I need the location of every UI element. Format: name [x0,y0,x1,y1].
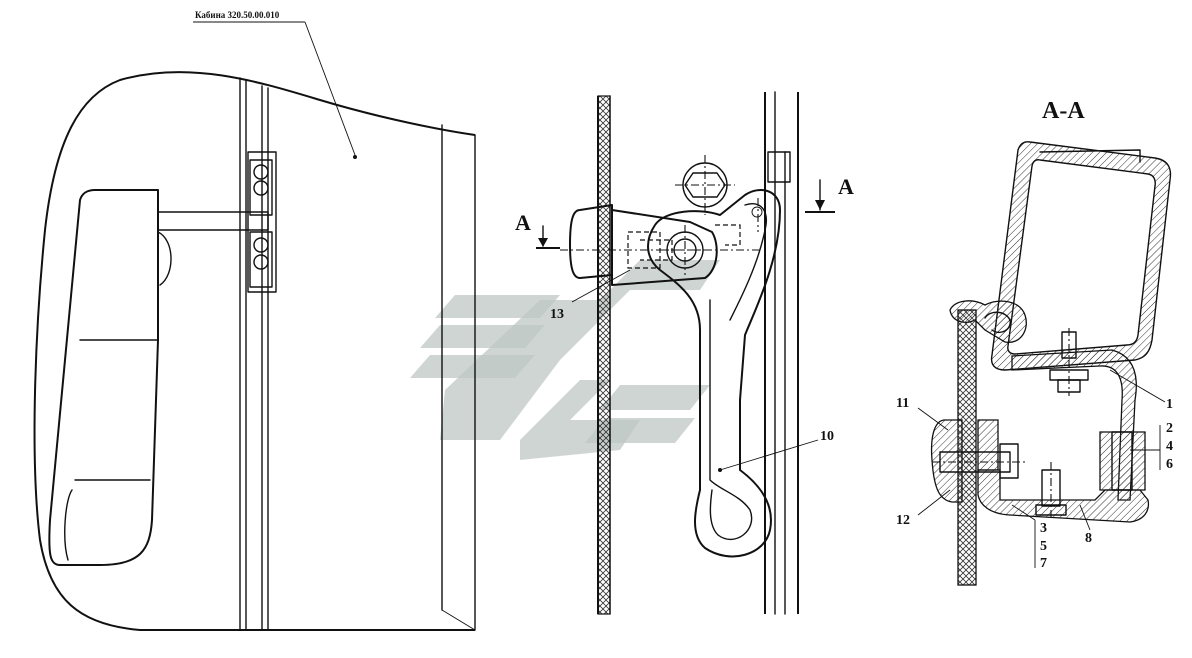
latch-housing [569,204,613,279]
latch-view: А А 13 10 [515,91,854,615]
cabin-side-view: Кабина 320.50.00.010 [33,10,476,631]
callout-5: 5 [1040,539,1047,554]
callout-4: 4 [1166,439,1173,454]
cab-profile [990,141,1172,371]
callout-6: 6 [1166,457,1173,472]
callout-13: 13 [550,307,564,322]
section-marker-left: А [515,210,531,235]
section-a-a: А-А 1 2 4 [896,98,1173,586]
callout-12: 12 [896,513,910,528]
cabin-outline [33,71,476,631]
callout-2: 2 [1166,421,1173,436]
callout-7: 7 [1040,556,1047,571]
hook-plate [647,189,781,558]
hinge-plate [247,151,277,293]
grab-handle [48,189,159,566]
callout-8: 8 [1085,531,1092,546]
callout-11: 11 [896,396,909,411]
callout-3: 3 [1040,521,1047,536]
section-marker-right: А [838,174,854,199]
callout-10: 10 [820,429,834,444]
bolt-head [682,162,728,208]
seal-strip [597,95,611,615]
watermark-logo [410,260,720,460]
callout-1: 1 [1166,397,1173,412]
cabin-label: Кабина 320.50.00.010 [195,10,280,20]
section-title: А-А [1042,98,1085,124]
